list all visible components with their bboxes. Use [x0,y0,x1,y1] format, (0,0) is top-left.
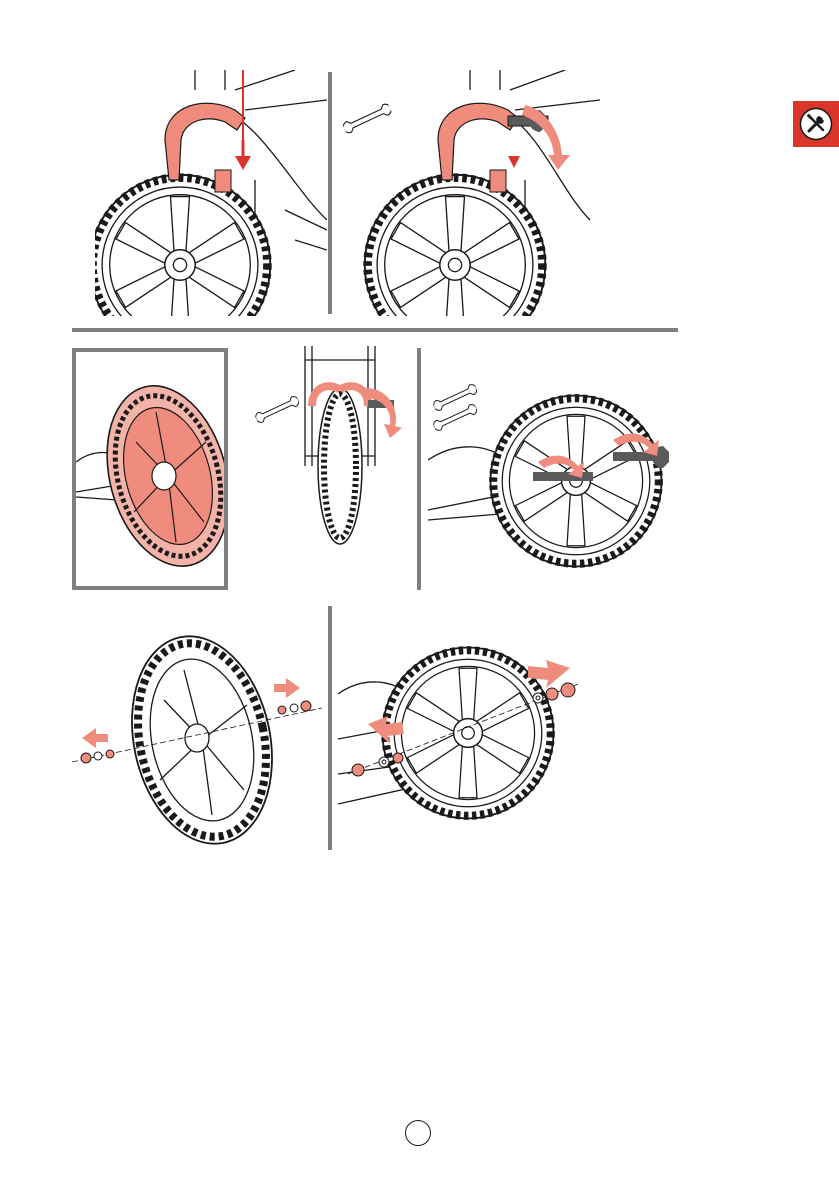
wrench-icon [341,102,393,134]
arrow-left-icon [82,728,108,748]
tools-tab [793,101,839,147]
highlighted-wheel-icon [88,372,224,580]
wrench-icon [254,395,301,424]
panel-step-6 [72,630,322,852]
divider-top-vertical [328,72,332,314]
brake-caliper-icon [165,103,245,180]
page-number [405,1120,431,1146]
panel-step-4 [250,346,410,546]
tools-icon [799,107,833,141]
divider-middle-vertical [417,348,421,590]
panel-step-2 [340,70,600,316]
arrow-down-icon [235,156,251,170]
panel-step-7 [338,614,588,852]
panel-step-1 [95,70,327,316]
divider-horizontal [72,328,678,332]
rotate-arrow-icon [522,105,570,170]
divider-bottom-vertical [328,606,332,850]
panel-step-5 [428,370,678,592]
panel-step-3 [72,348,228,590]
arrow-right-icon [274,678,300,698]
